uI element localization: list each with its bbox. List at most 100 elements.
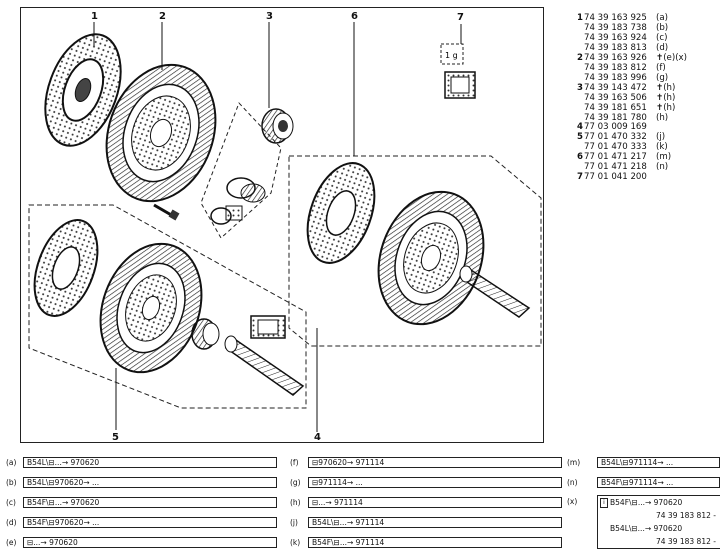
legend-key: (e) — [6, 538, 17, 547]
part-row: 74 39 163 506 ✝(h) — [577, 92, 687, 104]
legend-entry: ⊟970620→ 971114 — [308, 457, 562, 468]
legend-key-x: (x) — [567, 497, 578, 506]
part-idx: 5 — [577, 132, 583, 143]
part-num: 77 03 009 169 — [584, 122, 647, 133]
lower-kit-outline — [28, 204, 307, 409]
callout-1: 1 — [91, 11, 98, 22]
part-code: (f) — [656, 62, 666, 73]
part-num: 77 01 471 217 — [584, 152, 647, 163]
legend-key: (d) — [6, 518, 17, 527]
part-idx: 1 — [577, 13, 583, 23]
part-row: 74 39 183 738 (b) — [577, 22, 687, 34]
legend-key: (k) — [290, 538, 301, 547]
part-code: (g) — [656, 72, 669, 83]
part-row: 74 39 163 924(c) — [577, 32, 687, 44]
legend-x-line2: 74 39 183 812 - — [656, 511, 716, 520]
part-num: 77 01 470 332 — [584, 132, 647, 143]
right-shaft-icon — [459, 265, 531, 318]
part-code: (b) — [656, 22, 669, 33]
lower-disc-icon — [33, 219, 99, 317]
part-code: ✝(h) — [656, 82, 676, 93]
legend-entry: B54L\⊟...→ 970620 — [23, 457, 277, 468]
lower-bearing-icon — [191, 318, 220, 350]
part-num: 74 39 163 926 — [584, 52, 647, 63]
part-row: 74 39 183 813 (d) — [577, 42, 687, 54]
part-num: 74 39 183 813 — [584, 42, 647, 53]
part-num: 74 39 163 925 — [584, 13, 647, 23]
callout-7: 7 — [457, 12, 464, 23]
legend-x-line1: B54F\⊟...→ 970620 — [610, 498, 683, 507]
exploded-parts-diagram: 1 2 3 6 7 5 4 1 g — [20, 7, 544, 443]
bearing-detail-icon — [210, 177, 266, 225]
part-idx: 3 — [577, 82, 583, 93]
part-idx: 4 — [577, 122, 583, 133]
part-code: (n) — [656, 162, 669, 173]
part-idx: 6 — [577, 152, 583, 163]
part-code: (c) — [656, 32, 668, 43]
lower-shaft-icon — [224, 335, 305, 396]
part-code: ✝(e)(x) — [656, 52, 687, 63]
legend-key: (n) — [567, 478, 578, 487]
legend-entry: B54L\⊟970620→ ... — [23, 477, 277, 488]
part-code: (j) — [656, 132, 666, 143]
part-num: 77 01 470 333 — [584, 142, 647, 153]
part-code: ✝(h) — [656, 102, 676, 113]
legend-key: (c) — [6, 498, 16, 507]
legend-entry: B54L\⊟...→ 971114 — [308, 517, 562, 528]
grease-amount-label: 1 g — [445, 51, 458, 60]
legend-key: (m) — [567, 458, 581, 467]
part-idx: 2 — [577, 52, 583, 63]
part-num: 74 39 163 506 — [584, 92, 647, 103]
grease-tube-icon — [444, 71, 476, 99]
callout-4: 4 — [314, 432, 321, 443]
part-num: 74 39 183 738 — [584, 22, 647, 33]
legend-box-x: B54F\⊟...→ 970620 74 39 183 812 - B54L\⊟… — [597, 495, 720, 549]
part-idx — [577, 104, 584, 114]
callout-6: 6 — [351, 11, 358, 22]
callout-5: 5 — [112, 432, 119, 443]
part-idx — [577, 64, 584, 74]
right-kit-outline — [288, 155, 542, 347]
legend-entry: ⊟...→ 971114 — [308, 497, 562, 508]
part-idx: 7 — [577, 172, 583, 183]
pressure-plate-icon — [105, 63, 217, 203]
part-code: (m) — [656, 152, 672, 163]
part-num: 77 01 041 200 — [584, 172, 647, 183]
legend-entry: ⊟971114→ ... — [308, 477, 562, 488]
diagram-drawing: 1 2 3 6 7 5 4 1 g — [28, 11, 542, 443]
legend-key: (b) — [6, 478, 17, 487]
part-num: 74 39 183 812 — [584, 62, 647, 73]
part-num: 74 39 183 996 — [584, 72, 647, 83]
release-bearing-icon — [261, 108, 294, 144]
part-row: 74 39 183 812 (f) — [577, 62, 687, 74]
legend-x-line4: 74 39 183 812 - — [656, 537, 716, 546]
clutch-disc-icon — [44, 33, 122, 147]
leader-lines — [93, 22, 462, 432]
callout-3: 3 — [266, 11, 273, 22]
legend-entry: B54F\⊟...→ 971114 — [308, 537, 562, 548]
part-code: (a) — [656, 13, 668, 23]
part-code: (d) — [656, 42, 669, 53]
legend-entry: ⊟...→ 970620 — [23, 537, 277, 548]
part-code: (h) — [656, 112, 669, 123]
lower-grease-tube-icon — [250, 315, 286, 339]
part-row: 77 01 470 333 (k) — [577, 142, 687, 153]
right-pressure-plate-icon — [377, 190, 485, 326]
part-code: ✝(h) — [656, 92, 676, 103]
legend-key: (j) — [290, 518, 298, 527]
legend-entry: B54L\⊟971114→ ... — [597, 457, 720, 468]
legend-key: (h) — [290, 498, 301, 507]
lower-pressure-plate-icon — [99, 242, 203, 374]
part-num: 74 39 143 472 — [584, 82, 647, 93]
bolt-icon — [153, 203, 180, 221]
part-row: 74 39 181 780(h) — [577, 112, 687, 124]
legend-entry: B54F\⊟970620→ ... — [23, 517, 277, 528]
part-code: (k) — [656, 142, 668, 153]
part-idx — [577, 34, 584, 44]
